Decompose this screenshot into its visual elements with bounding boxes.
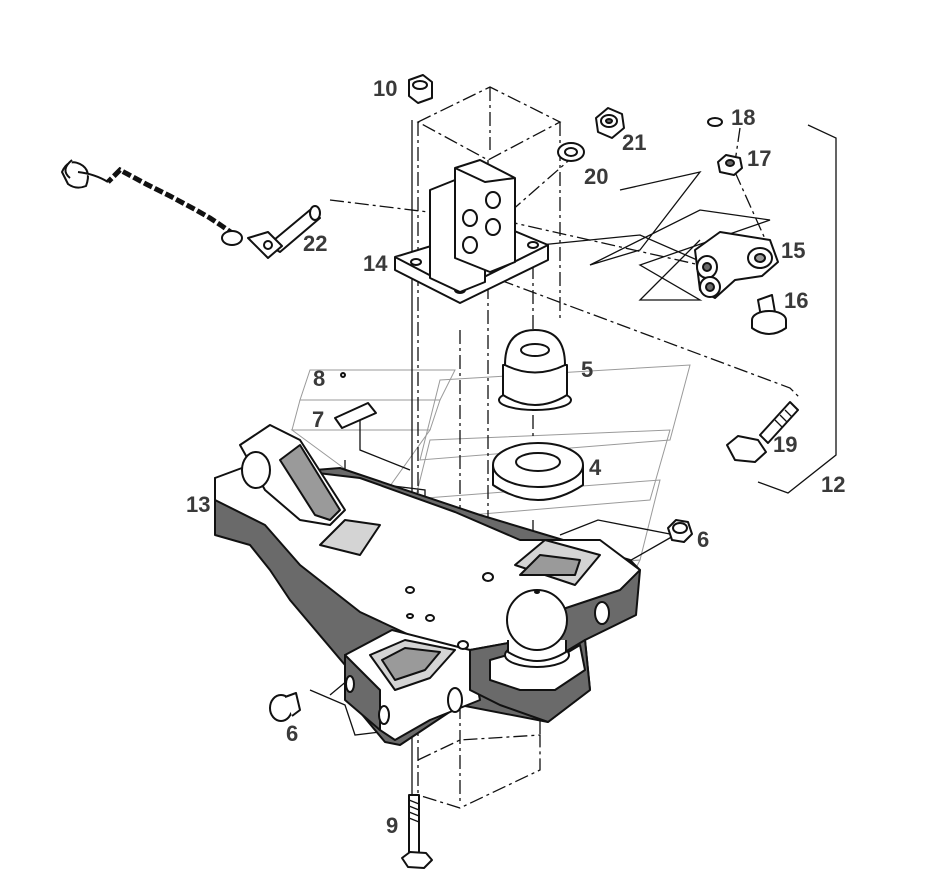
mounting-plate-14 — [394, 159, 549, 304]
label-part-5: 5 — [581, 357, 593, 382]
label-part-17: 17 — [747, 146, 771, 171]
nut-10 — [408, 74, 433, 104]
rivet-8 — [340, 372, 346, 378]
label-part-15: 15 — [781, 238, 805, 263]
plug-6-left — [269, 692, 301, 722]
label-part-20: 20 — [584, 164, 608, 189]
label-part-18: 18 — [731, 105, 755, 130]
bolt-16 — [751, 294, 787, 335]
bracket-12 — [757, 124, 837, 494]
label-part-13: 13 — [186, 492, 210, 517]
label-part-21: 21 — [622, 130, 646, 155]
label-part-10: 10 — [373, 76, 397, 101]
tow-ball — [504, 589, 570, 668]
label-part-6-right: 6 — [697, 527, 709, 552]
label-part-7: 7 — [312, 407, 324, 432]
hex-bolt-19 — [726, 401, 799, 463]
label-part-16: 16 — [784, 288, 808, 313]
label-part-9: 9 — [386, 813, 398, 838]
label-part-22: 22 — [303, 231, 327, 256]
plug-6-right — [667, 519, 693, 543]
nut-21 — [595, 107, 625, 139]
label-part-14: 14 — [363, 251, 388, 276]
clamp-lever-15 — [694, 231, 779, 299]
nut-17 — [717, 154, 743, 176]
washer-20 — [557, 142, 585, 162]
rubber-cap-5 — [498, 329, 572, 411]
spacer-ring-4 — [492, 442, 584, 501]
label-part-19: 19 — [773, 432, 797, 457]
label-part-6-left: 6 — [286, 721, 298, 746]
part-labels: 10 18 21 17 20 22 15 14 16 5 8 7 19 4 12… — [186, 76, 845, 838]
label-part-8: 8 — [313, 366, 325, 391]
label-part-4: 4 — [589, 455, 602, 480]
washer-18 — [707, 117, 723, 127]
plate-7 — [334, 402, 377, 429]
pin-with-chain-22 — [61, 159, 321, 259]
long-bolt-9 — [401, 794, 433, 869]
label-part-12: 12 — [821, 472, 845, 497]
